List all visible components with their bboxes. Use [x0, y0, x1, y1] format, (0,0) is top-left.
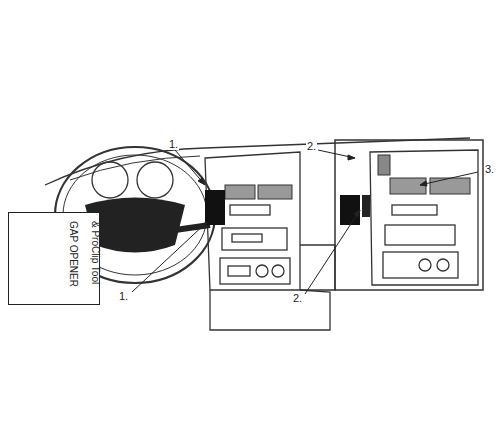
radio: [222, 228, 287, 250]
tool-caption: & ProClip Tool: [90, 221, 101, 284]
inset-frame: [335, 140, 483, 290]
tool-caption: GAP OPENER: [68, 221, 79, 287]
callout-number: 1.: [118, 290, 129, 302]
climate-control: [220, 258, 290, 284]
callout-number: 1.: [168, 138, 179, 150]
callout-number: 2.: [306, 140, 317, 152]
mounting-bracket: [205, 190, 225, 225]
callout-number: 3.: [484, 163, 495, 175]
tool-box: GAP OPENER & ProClip Tool: [8, 212, 100, 305]
inset-bracket: [340, 195, 360, 225]
callout-number: 2.: [292, 292, 303, 304]
center-console: [205, 152, 300, 290]
